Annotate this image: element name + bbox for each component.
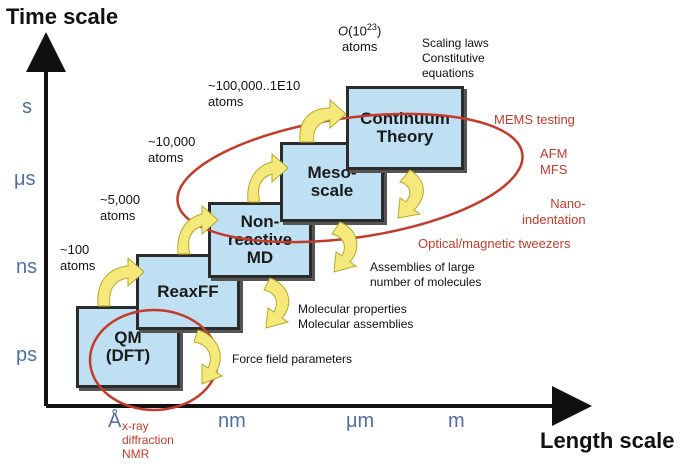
y-unit-s: s — [22, 96, 32, 118]
down-arrow-md-reaxff — [263, 277, 290, 329]
experiment-optical-tweezers: Optical/magnetic tweezers — [418, 236, 571, 251]
ellipse-meso-region — [176, 112, 524, 244]
y-unit-ns: ns — [16, 256, 38, 278]
o-atoms-label: atoms — [341, 38, 378, 54]
x-unit-nm: nm — [218, 410, 246, 432]
x-unit-um: μm — [346, 410, 375, 432]
annotation-assemblies: Assemblies of large number of molecules — [370, 260, 482, 289]
y-unit-us: μs — [14, 168, 36, 190]
annotation-force-field: Force field parameters — [232, 352, 353, 366]
x-axis-title: Length scale — [540, 428, 675, 453]
y-unit-ps: ps — [16, 344, 38, 366]
o-exponent: 23 — [366, 22, 377, 32]
big-o: O — [338, 23, 349, 39]
up-arrow-reaxff-md — [177, 204, 219, 255]
annotation-scaling-laws: Scaling laws Constitutive equations — [422, 36, 489, 80]
box-nonreactive-md: Non- reactive MD — [208, 202, 312, 278]
experiment-afm-mfs: AFM MFS — [540, 146, 568, 177]
down-arrow-continuum-meso — [397, 169, 424, 219]
up-arrow-meso-continuum — [299, 98, 347, 143]
o-base: (10 — [348, 23, 367, 39]
down-arrow-meso-md — [331, 221, 358, 273]
o-suffix: ) — [376, 23, 382, 39]
up-arrow-qm-reaxff — [97, 256, 145, 307]
count-10000-atoms: ~10,000 atoms — [148, 134, 196, 165]
count-o1023-atoms: O(1023) atoms — [338, 22, 381, 55]
count-100-atoms: ~100 atoms — [60, 242, 96, 273]
up-arrow-md-meso — [247, 152, 289, 203]
count-100000-atoms: ~100,000..1E10 atoms — [208, 78, 301, 109]
ellipse-qm-region — [88, 308, 220, 412]
annotation-molecular: Molecular properties Molecular assemblie… — [298, 302, 414, 331]
x-unit-angstrom: Å — [108, 410, 122, 432]
x-unit-m: m — [448, 410, 465, 432]
experiment-nanoindentation: Nano- indentation — [522, 196, 586, 227]
count-5000-atoms: ~5,000 atoms — [100, 192, 141, 223]
experiment-xray: x-ray diffraction NMR — [122, 419, 174, 461]
experiment-mems: MEMS testing — [494, 112, 575, 127]
down-arrow-reaxff-qm — [193, 329, 224, 385]
y-axis-title: Time scale — [6, 4, 119, 29]
o1023-expression: O(1023) — [338, 22, 381, 39]
